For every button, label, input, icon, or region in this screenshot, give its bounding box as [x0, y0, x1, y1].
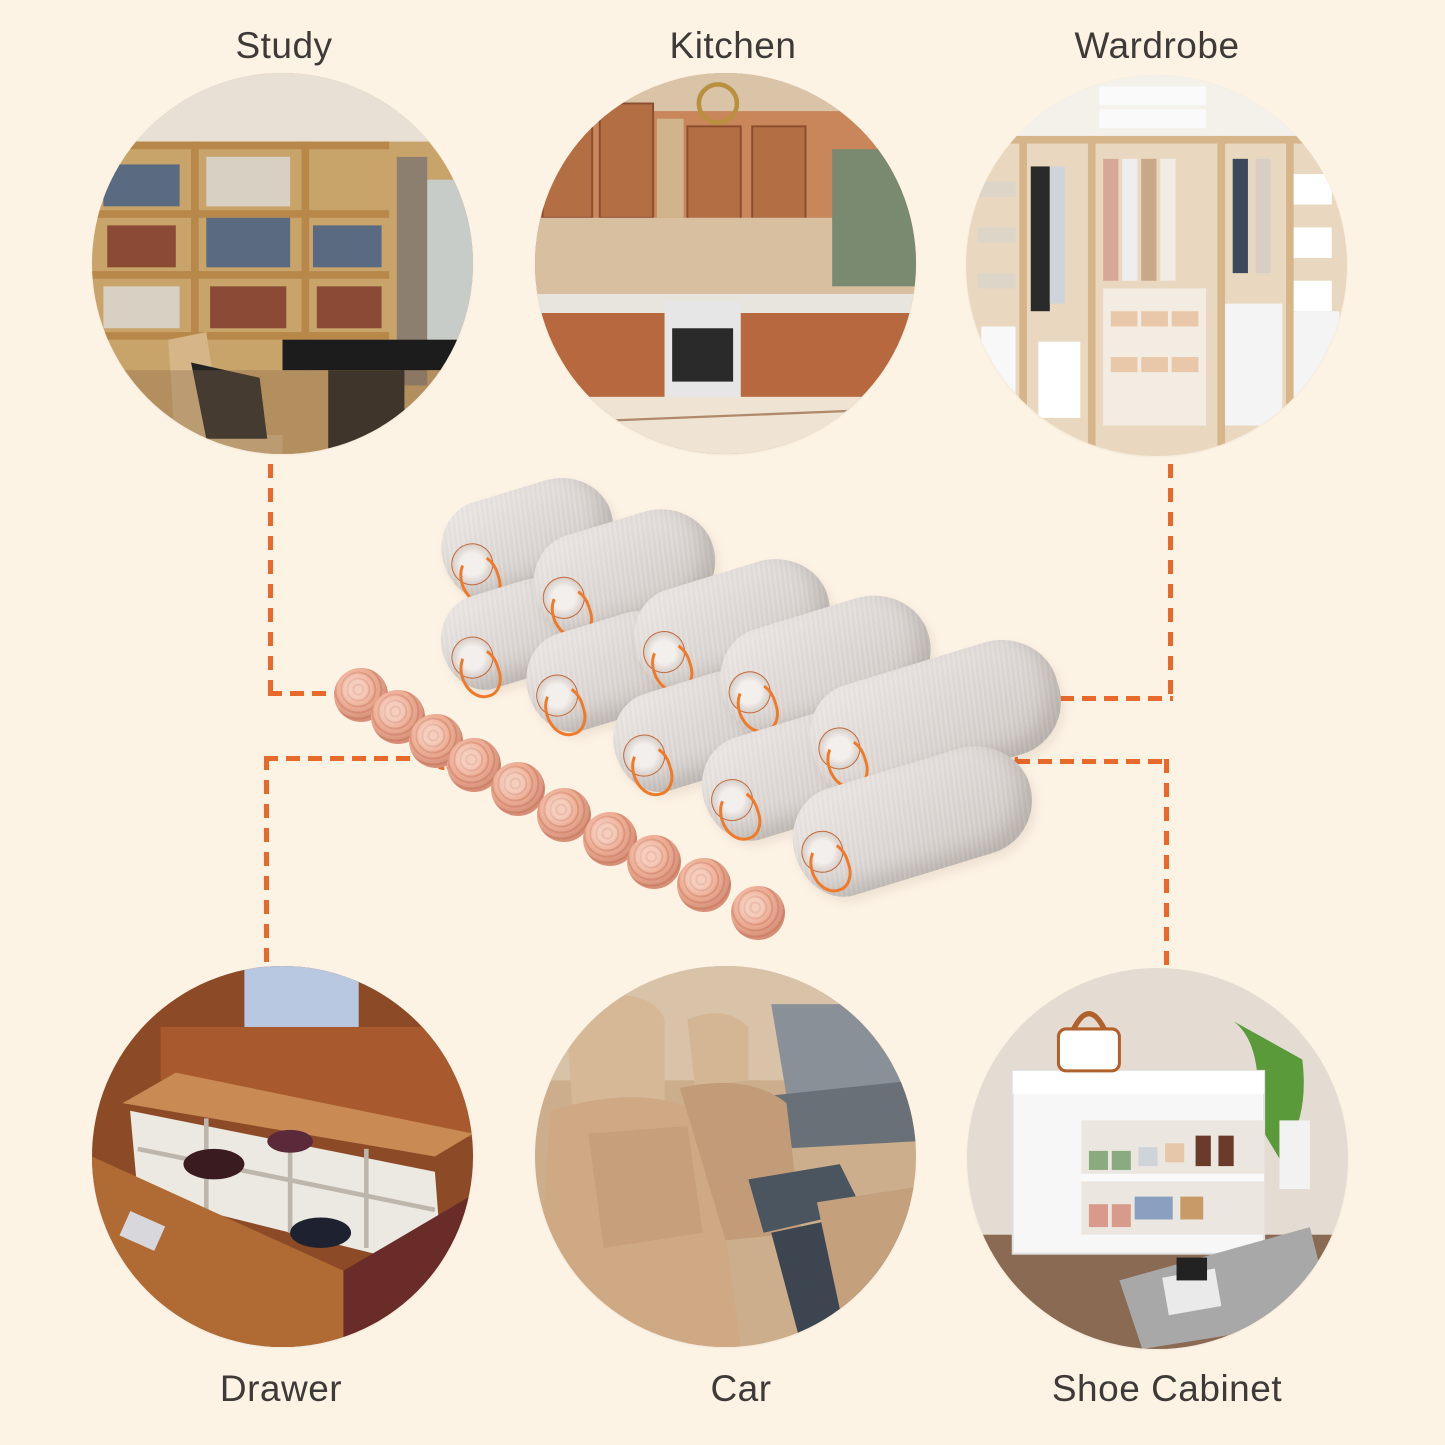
label-drawer: Drawer [219, 1368, 343, 1409]
label-car: Car [710, 1368, 772, 1409]
label-wardrobe: Wardrobe [1074, 25, 1240, 66]
car-photo [535, 966, 916, 1347]
bead [491, 762, 545, 816]
bead [537, 788, 591, 842]
bead [627, 835, 681, 889]
wardrobe-photo [966, 75, 1347, 456]
bead [731, 886, 785, 940]
label-study: Study [235, 25, 333, 66]
label-shoe-cabinet: Shoe Cabinet [1051, 1368, 1283, 1409]
label-kitchen: Kitchen [669, 25, 797, 66]
drawer-photo [92, 966, 473, 1347]
shoe-cabinet-photo [967, 968, 1348, 1349]
kitchen-photo [535, 73, 916, 454]
study-photo [92, 73, 473, 454]
bead [409, 714, 463, 768]
bead [677, 858, 731, 912]
